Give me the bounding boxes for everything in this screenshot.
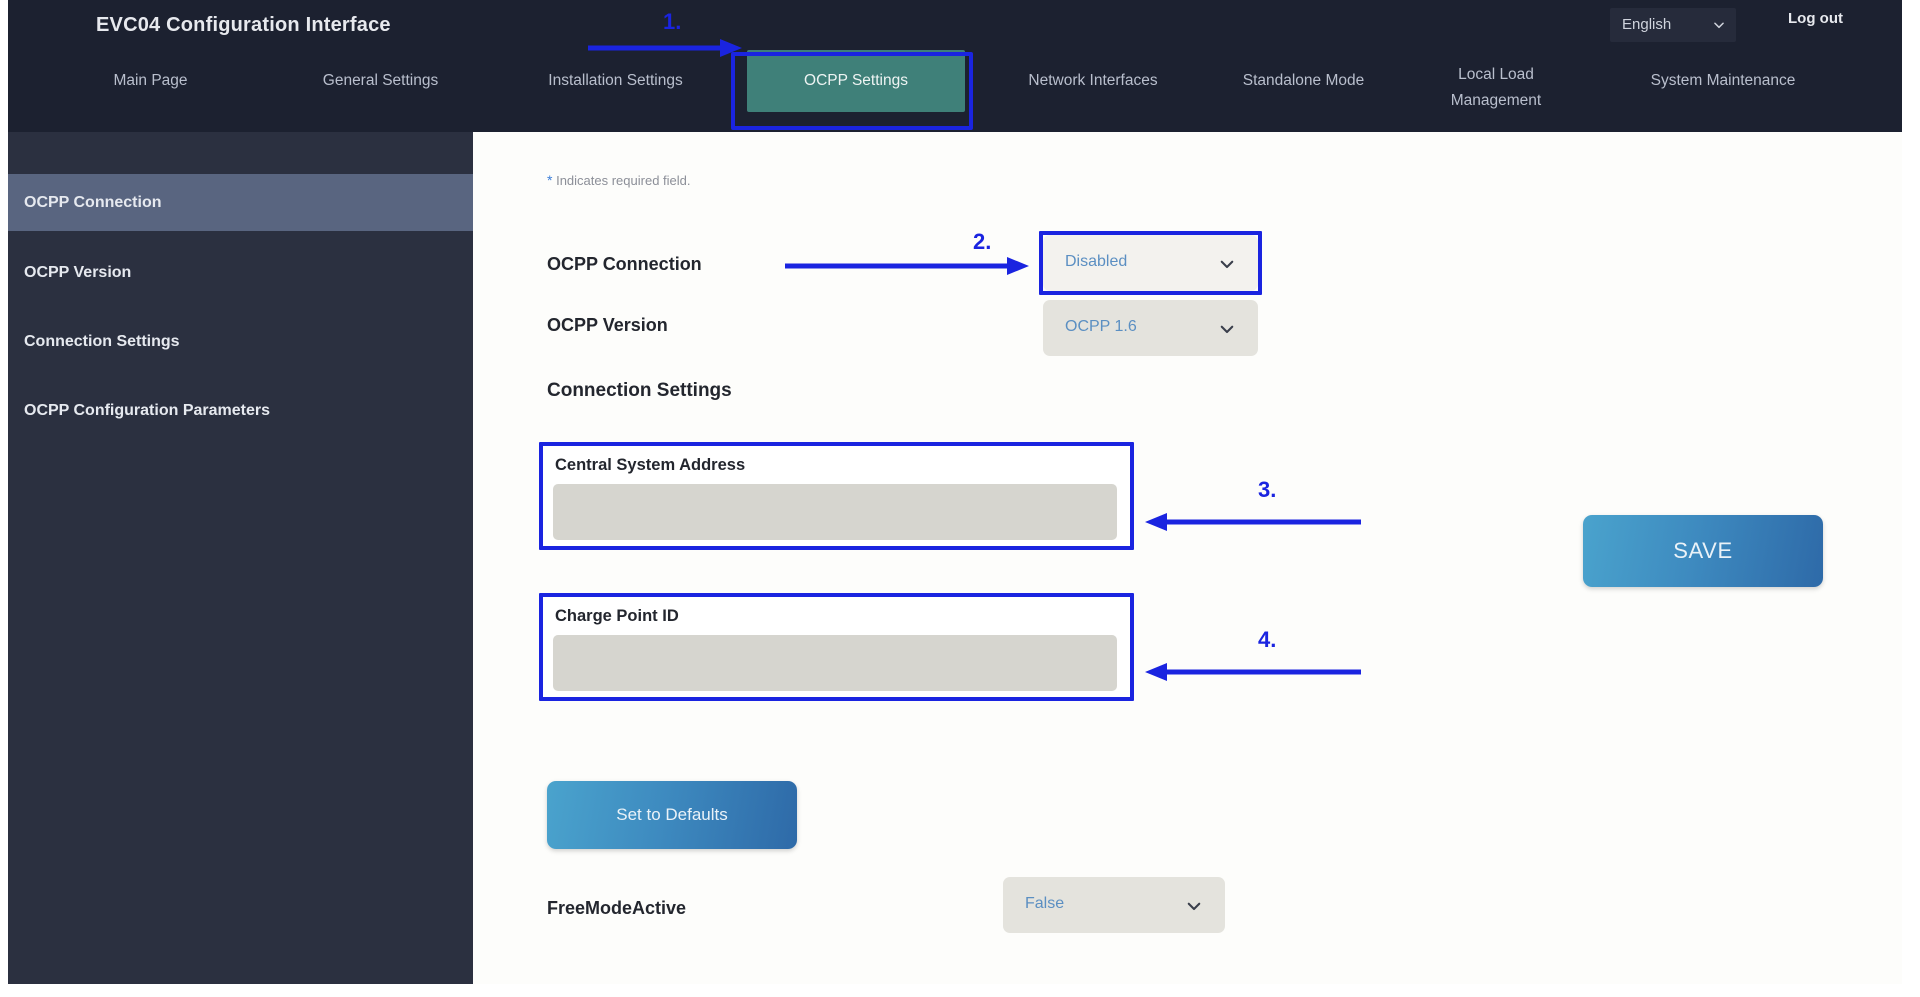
sidebar-item-ocpp-connection[interactable]: OCPP Connection xyxy=(8,174,473,231)
chevron-down-icon xyxy=(1185,897,1203,915)
ocpp-connection-select[interactable]: Disabled xyxy=(1043,235,1258,291)
annotation-marker-2: 2. xyxy=(973,229,992,254)
annotation-arrow-1 xyxy=(588,39,742,57)
annotation-marker-3: 3. xyxy=(1258,477,1277,502)
sidebar-item-connection-settings[interactable]: Connection Settings xyxy=(24,332,180,350)
ocpp-version-select-value: OCPP 1.6 xyxy=(1065,318,1137,335)
ocpp-version-label: OCPP Version xyxy=(547,315,668,335)
free-mode-active-select[interactable]: False xyxy=(1003,877,1225,933)
nav-item-main-page[interactable]: Main Page xyxy=(113,72,188,90)
nav-item-standalone-mode[interactable]: Standalone Mode xyxy=(1242,72,1365,90)
nav-item-network-interfaces[interactable]: Network Interfaces xyxy=(1028,72,1158,90)
free-mode-active-label: FreeModeActive xyxy=(547,898,687,918)
required-asterisk: * xyxy=(547,172,553,188)
annotation-arrow-3 xyxy=(1145,513,1361,531)
content-panel: * Indicates required field. OCPP Connect… xyxy=(473,132,1902,984)
sidebar-item-ocpp-configuration-parameters[interactable]: OCPP Configuration Parameters xyxy=(24,401,270,419)
nav-item-installation-settings[interactable]: Installation Settings xyxy=(548,72,683,90)
central-system-address-label: Central System Address xyxy=(555,456,746,474)
app-window: EVC04 Configuration Interface English Lo… xyxy=(8,0,1902,984)
page-title: EVC04 Configuration Interface xyxy=(96,14,391,36)
chevron-down-icon xyxy=(1218,320,1236,338)
logout-button[interactable]: Log out xyxy=(1788,10,1843,27)
language-selector-value: English xyxy=(1622,16,1672,33)
required-field-text: Indicates required field. xyxy=(556,173,691,188)
annotation-arrow-4 xyxy=(1145,663,1361,681)
required-field-note: * Indicates required field. xyxy=(547,172,691,188)
annotation-marker-4: 4. xyxy=(1258,627,1277,652)
nav-item-local-load-management[interactable]: Local Load Management xyxy=(1450,66,1542,109)
central-system-address-field: Central System Address xyxy=(543,446,1130,546)
sidebar-item-ocpp-version[interactable]: OCPP Version xyxy=(24,263,132,281)
ocpp-connection-label: OCPP Connection xyxy=(547,254,702,274)
main-nav: Main Page General Settings Installation … xyxy=(8,50,1902,132)
annotation-arrow-2 xyxy=(785,257,1029,275)
nav-item-system-maintenance[interactable]: System Maintenance xyxy=(1650,72,1796,90)
nav-item-general-settings[interactable]: General Settings xyxy=(322,72,439,90)
save-button[interactable]: SAVE xyxy=(1583,515,1823,587)
ocpp-connection-select-value: Disabled xyxy=(1065,253,1128,270)
connection-settings-heading: Connection Settings xyxy=(547,380,732,401)
central-system-address-input[interactable] xyxy=(553,484,1117,540)
language-selector[interactable]: English xyxy=(1610,8,1736,42)
ocpp-version-select[interactable]: OCPP 1.6 xyxy=(1043,300,1258,356)
nav-item-ocpp-settings[interactable]: OCPP Settings xyxy=(747,50,965,112)
next-row-clipped-label xyxy=(547,975,552,984)
free-mode-active-select-value: False xyxy=(1025,895,1065,912)
sidebar: OCPP Connection OCPP Version Connection … xyxy=(8,132,473,984)
charge-point-id-input[interactable] xyxy=(553,635,1117,691)
set-to-defaults-button[interactable]: Set to Defaults xyxy=(547,781,797,849)
chevron-down-icon xyxy=(1712,18,1726,32)
charge-point-id-field: Charge Point ID xyxy=(543,597,1130,697)
charge-point-id-label: Charge Point ID xyxy=(555,607,679,625)
chevron-down-icon xyxy=(1218,255,1236,273)
top-bar: EVC04 Configuration Interface English Lo… xyxy=(8,0,1902,132)
annotation-marker-1: 1. xyxy=(663,9,682,34)
